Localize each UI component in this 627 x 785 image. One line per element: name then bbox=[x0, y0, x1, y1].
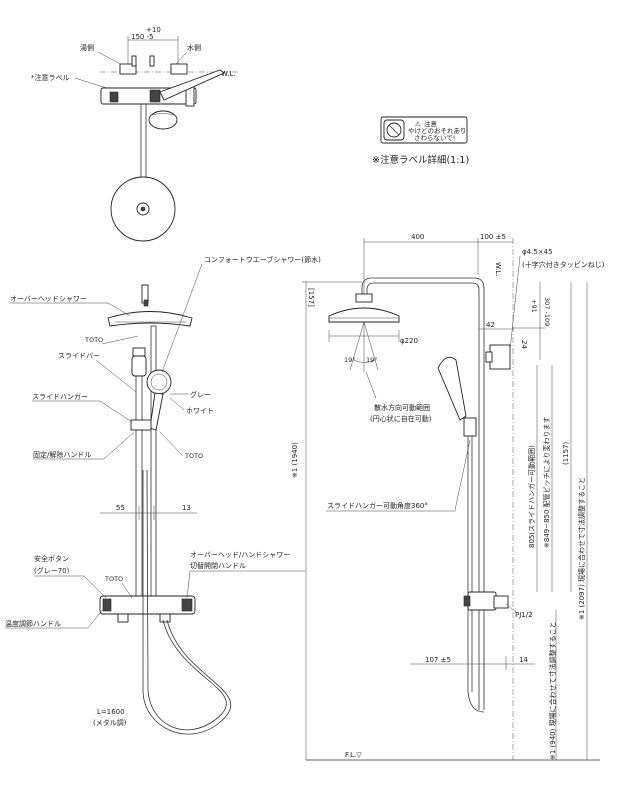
caution-title: 注意 bbox=[424, 119, 438, 128]
screw-spec-label: φ4.5×45 bbox=[522, 248, 553, 256]
dim-107: 107 ±5 bbox=[425, 656, 451, 664]
fix-release-handle-label: 固定/解除ハンドル bbox=[33, 450, 91, 459]
dim-plus91: +91 bbox=[530, 299, 538, 313]
slide-bar-label: スライドバー bbox=[58, 352, 100, 360]
dim-14: 14 bbox=[519, 656, 528, 664]
pj-label: PJ1/2 bbox=[515, 611, 533, 619]
fl-label: F.L.▽ bbox=[345, 751, 362, 759]
dim-1157: (1157) bbox=[562, 441, 570, 465]
wl-side-label: W.L. bbox=[494, 262, 502, 276]
front-view: コンフォートウエーブシャワー(節水) オーバーヘッドシャワー TOTO スライド… bbox=[5, 255, 321, 735]
screw-type-label: (十字穴付きタッピンねじ) bbox=[522, 260, 605, 269]
caution-label-detail: ⚠ 注意 やけどのおそれあり さわらないで! ※注意ラベル詳細(1:1) bbox=[372, 116, 469, 166]
hose-length-label: L=1600 bbox=[97, 708, 125, 716]
dim-940: ※1 (940) 現場に合わせて寸法調整すること bbox=[548, 621, 557, 760]
dim-13: 13 bbox=[182, 504, 191, 512]
caution-line-1: やけどのおそれあり bbox=[408, 127, 467, 135]
dim-1940: ※1 (1940) bbox=[291, 442, 299, 478]
top-view: +10 150 -5 湯側 水側 *注意ラベル W.L. bbox=[31, 26, 238, 242]
caution-caption: ※注意ラベル詳細(1:1) bbox=[372, 154, 469, 166]
wl-label: W.L. bbox=[221, 70, 235, 78]
dim-plus10: +10 bbox=[146, 26, 161, 34]
dim-150: 150 -5 bbox=[131, 33, 154, 41]
spray-range-label-2: (円心状に自在可動) bbox=[370, 414, 432, 423]
dim-24: 24 bbox=[520, 340, 528, 349]
cold-side-label: 水側 bbox=[187, 43, 201, 52]
toto-body-label: TOTO bbox=[104, 575, 123, 583]
safety-button-color: (グレー70) bbox=[34, 566, 70, 575]
dim-220: φ220 bbox=[400, 337, 418, 345]
switch-handle-label-1: オーバーヘッド/ハンドシャワー bbox=[190, 551, 290, 559]
caution-line-2: さわらないで! bbox=[414, 134, 455, 142]
angle-right: 19° bbox=[366, 356, 378, 364]
toto-mid-label: TOTO bbox=[184, 452, 203, 460]
safety-button-label: 安全ボタン bbox=[34, 554, 69, 563]
caution-label-callout: *注意ラベル bbox=[31, 73, 70, 82]
dim-400: 400 bbox=[411, 233, 424, 241]
hot-side-label: 湯側 bbox=[80, 43, 94, 52]
dim-2097: ※1 (2097) 現場に合わせて寸法調整すること bbox=[577, 477, 586, 620]
spray-range-label-1: 散水方向可動範囲 bbox=[374, 403, 430, 412]
hanger-angle-label: スライドハンガー可動角度360° bbox=[327, 501, 428, 510]
temp-handle-label: 温度調節ハンドル bbox=[5, 619, 61, 628]
hose-type-label: (メタル調) bbox=[93, 718, 127, 727]
angle-left: 19° bbox=[344, 356, 356, 364]
white-label: ホワイト bbox=[186, 407, 214, 415]
dim-805: 805(スライドハンガー可動範囲) bbox=[527, 445, 536, 548]
slide-hanger-label: スライドハンガー bbox=[32, 392, 88, 401]
gray-label: グレー bbox=[190, 390, 211, 399]
dim-307: 307 -109 bbox=[543, 297, 551, 326]
dim-42: 42 bbox=[486, 321, 495, 329]
switch-handle-label-2: 切替開閉ハンドル bbox=[190, 561, 246, 570]
dim-849: ※849~850 配管ピッチにより変わります bbox=[542, 416, 551, 548]
toto-top-label: TOTO bbox=[84, 336, 103, 344]
side-view: 400 100 ±5 φ4.5×45 (十字穴付きタッピンねじ) W.L. [1… bbox=[291, 233, 605, 761]
comfort-wave-label: コンフォートウエーブシャワー(節水) bbox=[204, 255, 321, 264]
caution-mark-icon: ⚠ bbox=[415, 120, 421, 128]
overhead-shower-label: オーバーヘッドシャワー bbox=[10, 295, 87, 303]
dim-55: 55 bbox=[116, 504, 125, 512]
dim-157: [157] bbox=[307, 288, 315, 307]
dim-100: 100 ±5 bbox=[480, 233, 506, 241]
